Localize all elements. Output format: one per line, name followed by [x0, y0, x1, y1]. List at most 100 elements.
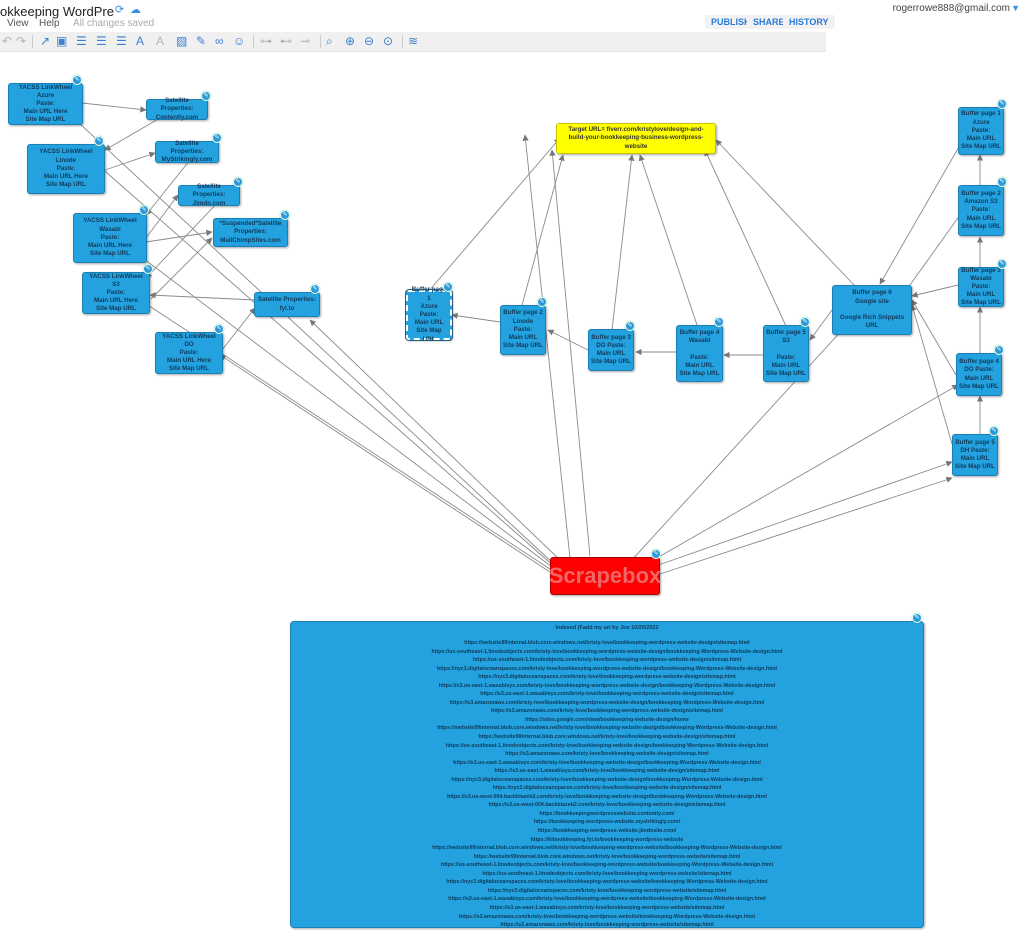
node-edit-icon[interactable]: ✎	[214, 324, 224, 334]
indexed-url-item: https://bookkeeping-wordpress-website.my…	[533, 819, 681, 826]
account-email[interactable]: rogerrowe888@gmail.com	[892, 3, 1010, 14]
node-edit-icon[interactable]: ✎	[139, 205, 149, 215]
indexed-url-item: https://klbookkeeping.fyi.to/bookkeeping…	[530, 836, 684, 843]
node-edit-icon[interactable]: ✎	[997, 259, 1007, 269]
node-edit-icon[interactable]: ✎	[72, 75, 82, 85]
node-edit-icon[interactable]: ✎	[651, 549, 661, 559]
node-edit-icon[interactable]: ✎	[233, 177, 243, 187]
indexed-url-item: https://s3.us-east-1.wasabisys.com/krist…	[489, 904, 725, 911]
node-buffer4-wasabi[interactable]: Buffer page 4 Wasabi Paste: Main URL Sit…	[676, 325, 723, 382]
node-right-buffer4[interactable]: Buffer page 4 DO Paste: Main URL Site Ma…	[956, 353, 1002, 396]
cloud-icon[interactable]: ☁	[130, 4, 141, 16]
indexed-url-item: https://nyc3.digitaloceanspaces.com/kris…	[436, 665, 778, 672]
indexed-url-item: https://bookkeepingwordpresswebsite.cont…	[539, 810, 675, 817]
undo-icon[interactable]: ↶	[2, 34, 13, 48]
find-icon[interactable]: ⌕	[326, 34, 333, 48]
sync-icon[interactable]: ⟳	[115, 4, 125, 16]
align-left-icon[interactable]: ☰	[76, 34, 87, 48]
node-indexed-urls[interactable]: Indexed (Fadd my url by Joe 10/20/2022 h…	[290, 621, 924, 928]
node-buffer1-azure[interactable]: Buffer page 1 Azure Paste: Main URL Site…	[405, 286, 453, 343]
font-icon[interactable]: A	[156, 34, 165, 48]
image-icon[interactable]: ▨	[176, 34, 188, 48]
indexed-url-item: https://sites.google.com/view/bookkeepin…	[525, 716, 689, 723]
node-edit-icon[interactable]: ✎	[625, 321, 635, 331]
node-yacss-do[interactable]: YACSS LinkWheel DO Paste: Main URL Here …	[155, 332, 223, 374]
emoji-icon[interactable]: ☺	[233, 34, 246, 48]
document-title[interactable]: okkeeping WordPre	[0, 4, 114, 19]
node-edit-icon[interactable]: ✎	[94, 136, 104, 146]
indexed-url-item: https://website99internal.blob.core.wind…	[437, 725, 777, 732]
link-icon[interactable]: ∞	[215, 34, 224, 48]
node-right-buffer1[interactable]: Buffer page 1 Azure Paste: Main URL Site…	[958, 107, 1004, 155]
subtopic-icon[interactable]: ⊷	[280, 34, 292, 48]
node-buffer5-s3[interactable]: Buffer page 5 S3 Paste: Main URL Site Ma…	[763, 325, 809, 382]
note-icon[interactable]: ✎	[196, 34, 207, 48]
indexed-url-item: https://s3.amazonaws.com/kristy-love/boo…	[491, 708, 723, 715]
node-edit-icon[interactable]: ✎	[800, 317, 810, 327]
node-sat-contently[interactable]: Satellite Properties: Contently.com	[146, 97, 208, 121]
topic-icon[interactable]: ⊸	[300, 34, 311, 48]
indexed-url-item: https://bookkeeping-wordpress-website.ji…	[537, 828, 677, 835]
node-edit-icon[interactable]: ✎	[714, 317, 724, 327]
indexed-url-item: https://s3.us-east-1.wasabisys.com/krist…	[480, 691, 734, 698]
align-center-icon[interactable]: ☰	[96, 34, 107, 48]
node-right-buffer3[interactable]: Buffer page 3 Wasabi Paste: Main URL Sit…	[958, 267, 1004, 307]
node-sat-fyi[interactable]: Satellite Properties: fyi.to	[254, 292, 320, 317]
node-buffer2-linode[interactable]: Buffer page 2 Linode Paste: Main URL Sit…	[500, 305, 546, 355]
node-buffer3-do[interactable]: Buffer page 3 DO Paste: Main URL Site Ma…	[588, 329, 634, 371]
node-edit-icon[interactable]: ✎	[989, 426, 999, 436]
toolbar-divider	[402, 35, 403, 48]
collapse-icon[interactable]: ≋	[408, 34, 419, 48]
node-right-buffer5[interactable]: Buffer page 5 DH Paste: Main URL Site Ma…	[952, 434, 998, 476]
node-yacss-linode[interactable]: YACSS LinkWheel Linode Paste: Main URL H…	[27, 144, 105, 194]
node-yacss-azure[interactable]: YACSS LinkWheel Azure Paste: Main URL He…	[8, 83, 83, 125]
share-button[interactable]: SHARE	[747, 15, 791, 29]
indexed-url-item: https://s3.us-east-1.wasabisys.com/krist…	[494, 768, 720, 775]
node-scrapebox[interactable]: Scrapebox	[549, 557, 661, 595]
zoom-fit-icon[interactable]: ⊙	[383, 34, 394, 48]
indexed-url-item: https://website99internal.blob.core.wind…	[473, 853, 741, 860]
indexed-url-item: https://s3.amazonaws.com/kristy-love/boo…	[500, 922, 714, 929]
toolbar-divider	[32, 35, 33, 48]
node-sat-mailchimp[interactable]: *Suspended*Satellite Properties: MailChi…	[213, 218, 288, 247]
account-caret-icon[interactable]: ▼	[1011, 3, 1020, 13]
node-edit-icon[interactable]: ✎	[310, 284, 320, 294]
zoom-out-icon[interactable]: ⊖	[364, 34, 375, 48]
node-edit-icon[interactable]: ✎	[997, 177, 1007, 187]
align-right-icon[interactable]: ☰	[116, 34, 127, 48]
node-edit-icon[interactable]: ✎	[994, 345, 1004, 355]
node-sat-mystrikingly[interactable]: Satellite Properties: MyStrikingly.com	[155, 140, 219, 163]
toolbar: ↶ ↷ ↗ ▣ ☰ ☰ ☰ A A ▨ ✎ ∞ ☺ ⊶ ⊷ ⊸ ⌕ ⊕ ⊖ ⊙ …	[0, 32, 826, 52]
node-yacss-wasabi[interactable]: YACSS LinkWheel Wasabi Paste: Main URL H…	[73, 213, 147, 263]
embed-icon[interactable]: ▣	[56, 34, 68, 48]
redo-icon[interactable]: ↷	[16, 34, 27, 48]
node-sat-jimdo[interactable]: Satellite Properties: Jimdo.com	[178, 183, 240, 207]
node-edit-icon[interactable]: ✎	[912, 613, 922, 623]
node-edit-icon[interactable]: ✎	[212, 133, 222, 143]
history-button[interactable]: HISTORY	[783, 15, 835, 29]
node-edit-icon[interactable]: ✎	[537, 297, 547, 307]
save-status: All changes saved	[73, 18, 155, 29]
indexed-url-item: https://nyc3.digitaloceanspaces.com/kris…	[487, 887, 727, 894]
node-edit-icon[interactable]: ✎	[443, 282, 453, 292]
node-target-url[interactable]: Target URL= fiverr.com/kristylove/design…	[556, 123, 716, 154]
node-edit-icon[interactable]: ✎	[201, 91, 211, 101]
indexed-url-item: https://s3.amazonaws.com/kristy-love/boo…	[505, 751, 709, 758]
connector-icon[interactable]: ↗	[40, 34, 51, 48]
node-edit-icon[interactable]: ✎	[997, 99, 1007, 109]
publish-button[interactable]: PUBLISH	[705, 15, 757, 29]
menu-help[interactable]: Help	[39, 18, 60, 29]
relation-icon[interactable]: ⊶	[260, 34, 272, 48]
node-buffer6-google[interactable]: Buffer page 6 Google site Google Rich Sn…	[832, 285, 912, 335]
indexed-url-item: https://us-southeast-1.linodeobjects.com…	[445, 742, 769, 749]
indexed-url-item: https://s3.us-east-1.wasabisys.com/krist…	[448, 896, 766, 903]
zoom-in-icon[interactable]: ⊕	[345, 34, 356, 48]
node-yacss-s3[interactable]: YACSS LinkWheel S3 Paste: Main URL Here …	[82, 272, 150, 314]
menu-view[interactable]: View	[7, 18, 29, 29]
text-size-icon[interactable]: A	[136, 34, 145, 48]
indexed-url-item: https://website99internal.blob.core.wind…	[432, 845, 782, 852]
node-edit-icon[interactable]: ✎	[280, 210, 290, 220]
node-edit-icon[interactable]: ✎	[143, 264, 153, 274]
node-right-buffer2[interactable]: Buffer page 2 Amazon S3 Paste: Main URL …	[958, 185, 1004, 236]
